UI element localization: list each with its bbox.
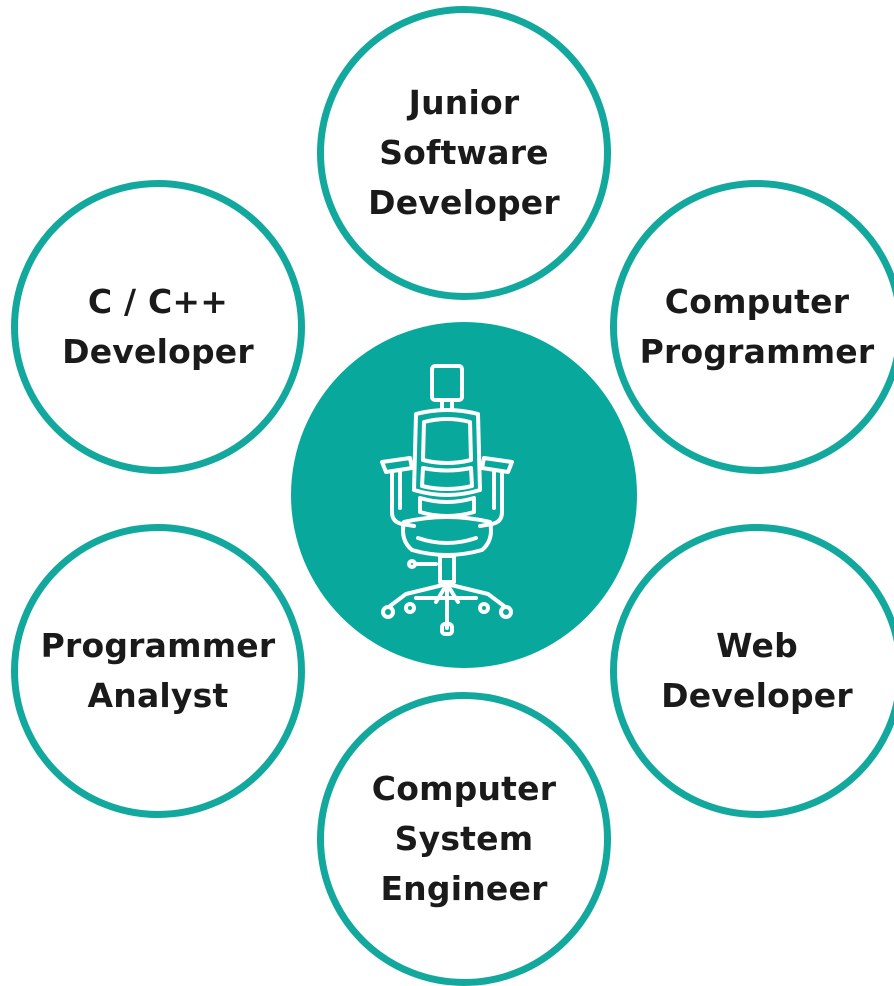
role-label: Web Developer bbox=[661, 626, 853, 715]
role-node-programmer-analyst: Programmer Analyst bbox=[11, 524, 305, 818]
role-node-c-cpp-developer: C / C++ Developer bbox=[11, 180, 305, 474]
role-label: Junior Software Developer bbox=[368, 83, 560, 222]
role-label: Computer Programmer bbox=[639, 282, 875, 371]
role-node-computer-programmer: Computer Programmer bbox=[610, 180, 894, 474]
role-node-web-developer: Web Developer bbox=[610, 524, 894, 818]
role-node-computer-system-engineer: Computer System Engineer bbox=[317, 692, 611, 986]
office-chair-icon bbox=[380, 364, 514, 636]
role-node-junior-software-developer: Junior Software Developer bbox=[317, 6, 611, 300]
role-label: C / C++ Developer bbox=[62, 282, 254, 371]
center-hub bbox=[291, 322, 637, 668]
role-label: Programmer Analyst bbox=[40, 626, 276, 715]
role-label: Computer System Engineer bbox=[371, 769, 557, 908]
